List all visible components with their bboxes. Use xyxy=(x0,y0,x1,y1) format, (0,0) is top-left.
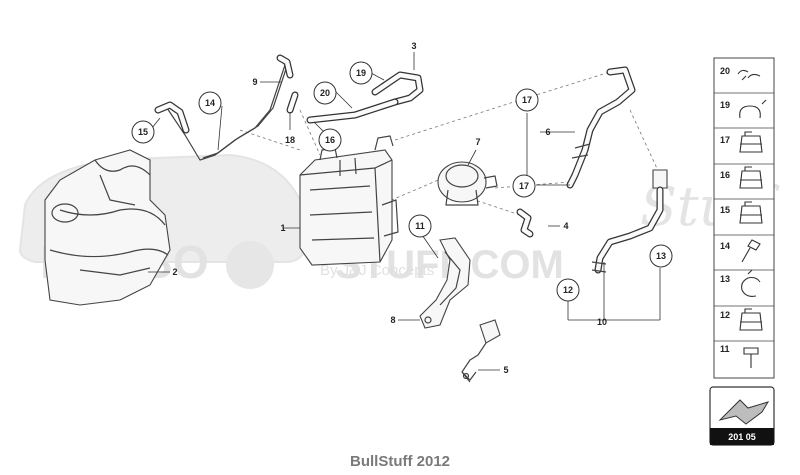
callout-19[interactable]: 19 xyxy=(349,61,373,85)
callout-10[interactable]: 10 xyxy=(597,317,607,327)
callout-6-text: 6 xyxy=(545,127,550,137)
callout-13[interactable]: 13 xyxy=(649,244,673,268)
callout-11[interactable]: 11 xyxy=(408,214,432,238)
open-clip-icon xyxy=(741,269,761,297)
callout-11-text: 11 xyxy=(415,221,425,231)
legend-item-19-label: 19 xyxy=(720,100,730,110)
callout-5-text: 5 xyxy=(503,365,508,375)
hose-6-clamps xyxy=(571,143,591,159)
callout-17-top-text: 17 xyxy=(522,95,532,105)
arrow-reference-icon xyxy=(718,399,770,425)
callout-18-text: 18 xyxy=(285,135,295,145)
legend-item-19[interactable]: 19 xyxy=(720,99,767,119)
callout-17-top[interactable]: 17 xyxy=(515,88,539,112)
bracket xyxy=(419,237,471,329)
callout-6[interactable]: 6 xyxy=(545,127,550,137)
legend-item-15[interactable]: 15 xyxy=(720,201,763,224)
clamp-icon xyxy=(739,131,763,153)
callout-4[interactable]: 4 xyxy=(563,221,568,231)
fuel-tank xyxy=(44,149,171,306)
callout-17-bottom-text: 17 xyxy=(519,181,529,191)
charcoal-canister xyxy=(299,135,399,266)
callout-8[interactable]: 8 xyxy=(390,315,395,325)
callout-16-text: 16 xyxy=(325,135,335,145)
callout-3-text: 3 xyxy=(411,41,416,51)
clamp-icon xyxy=(739,201,763,224)
callout-1[interactable]: 1 xyxy=(280,223,285,233)
callout-15[interactable]: 15 xyxy=(131,120,155,144)
legend-item-12[interactable]: 12 xyxy=(720,308,763,331)
legend-item-11-label: 11 xyxy=(720,344,730,354)
bolt-icon xyxy=(743,347,759,368)
legend-item-20-label: 20 xyxy=(720,66,730,76)
legend-item-14-label: 14 xyxy=(720,241,730,251)
callout-9[interactable]: 9 xyxy=(252,77,257,87)
legend-item-15-label: 15 xyxy=(720,205,730,215)
callout-1-text: 1 xyxy=(280,223,285,233)
callout-14[interactable]: 14 xyxy=(198,91,222,115)
callout-13-text: 13 xyxy=(656,251,666,261)
legend-item-20[interactable]: 20 xyxy=(720,66,761,81)
callout-12-text: 12 xyxy=(563,285,573,295)
callout-14-text: 14 xyxy=(205,98,215,108)
vent-line xyxy=(154,54,294,161)
callout-4-text: 4 xyxy=(563,221,568,231)
reference-label: 201 05 xyxy=(728,432,756,442)
callout-7[interactable]: 7 xyxy=(475,137,480,147)
callout-20[interactable]: 20 xyxy=(313,81,337,105)
clamp-icon xyxy=(739,308,763,331)
screw-icon xyxy=(741,239,761,263)
legend-item-17[interactable]: 17 xyxy=(720,131,763,153)
callout-8-text: 8 xyxy=(390,315,395,325)
spring-clip-icon xyxy=(739,99,767,119)
callout-7-text: 7 xyxy=(475,137,480,147)
check-valve xyxy=(461,319,501,383)
legend-item-13-label: 13 xyxy=(720,274,730,284)
callout-15-text: 15 xyxy=(138,127,148,137)
callout-5[interactable]: 5 xyxy=(503,365,508,375)
callout-2[interactable]: 2 xyxy=(172,267,177,277)
legend-item-11[interactable]: 11 xyxy=(720,344,759,368)
clamp-icon xyxy=(739,166,763,189)
footer-text: BullStuff 2012 xyxy=(350,453,450,470)
leader-lines xyxy=(148,52,661,371)
callout-20-text: 20 xyxy=(320,88,330,98)
legend-item-16[interactable]: 16 xyxy=(720,166,763,189)
hose-clip-pair-icon xyxy=(737,69,761,81)
callout-10-text: 10 xyxy=(597,317,607,327)
callout-3[interactable]: 3 xyxy=(411,41,416,51)
watermark-sub: By J&J Concepts xyxy=(320,262,434,279)
legend-item-12-label: 12 xyxy=(720,310,730,320)
callout-19-text: 19 xyxy=(356,68,366,78)
parts-legend: 20 19 17 16 15 14 13 12 xyxy=(713,57,775,379)
legend-item-16-label: 16 xyxy=(720,170,730,180)
purge-pump xyxy=(437,161,498,206)
callout-16[interactable]: 16 xyxy=(318,128,342,152)
legend-item-14[interactable]: 14 xyxy=(720,239,761,263)
reference-box[interactable]: 201 05 xyxy=(709,386,775,446)
legend-item-13[interactable]: 13 xyxy=(720,269,761,297)
callout-17-bottom[interactable]: 17 xyxy=(512,174,536,198)
callout-9-text: 9 xyxy=(252,77,257,87)
watermark-wheel xyxy=(226,241,274,289)
legend-item-17-label: 17 xyxy=(720,135,730,145)
callout-18[interactable]: 18 xyxy=(285,135,295,145)
callout-12[interactable]: 12 xyxy=(556,278,580,302)
callout-2-text: 2 xyxy=(172,267,177,277)
